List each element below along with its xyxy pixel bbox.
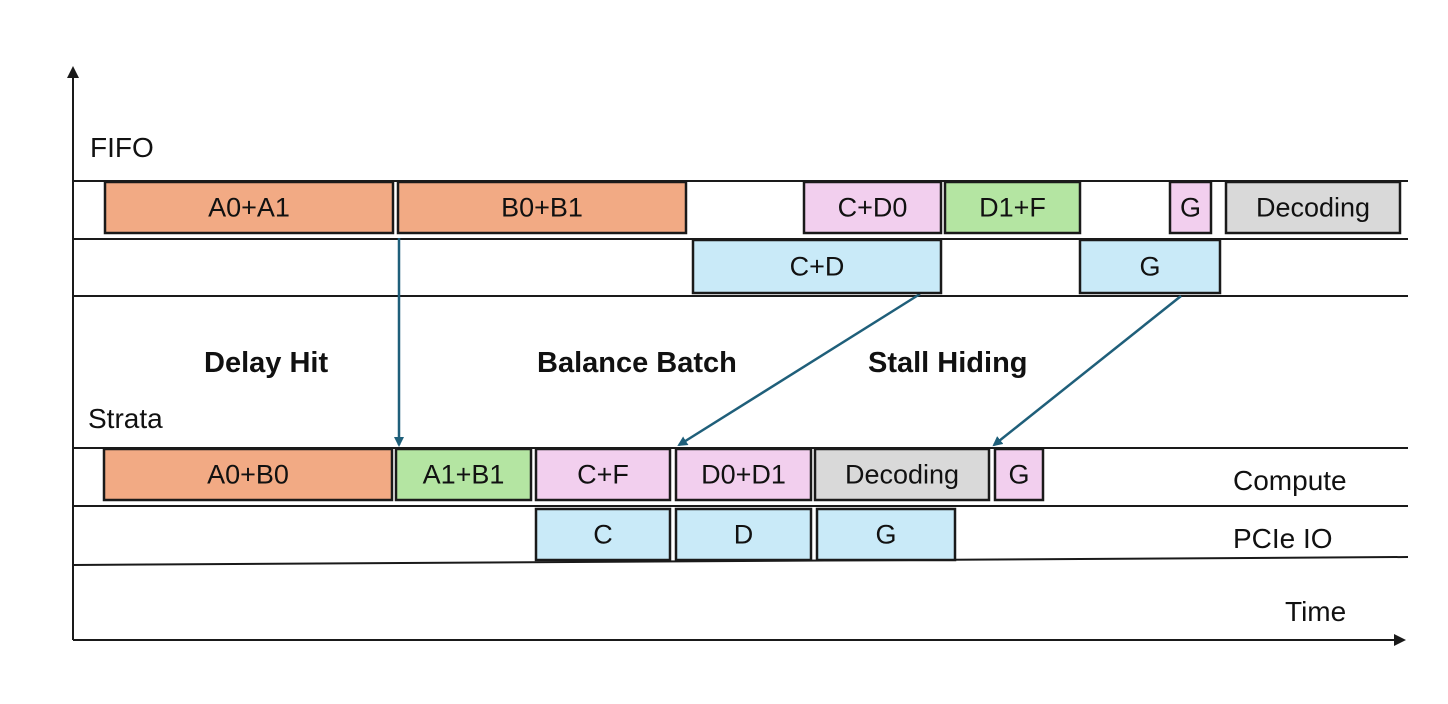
strata-io-block-d: D	[674, 507, 813, 562]
block-rect	[1168, 180, 1213, 235]
fifo-label: FIFO	[90, 132, 154, 163]
block-label: C+D0	[838, 193, 908, 223]
strata-compute-block-a0-b0: A0+B0	[102, 447, 394, 502]
block-label: C+D	[790, 252, 845, 282]
strata-io-block-g: G	[815, 507, 957, 562]
block-rect	[534, 507, 672, 562]
block-label: G	[875, 520, 896, 550]
fifo-io-block-g: G	[1078, 238, 1222, 295]
block-label: G	[1139, 252, 1160, 282]
block-rect	[102, 447, 394, 502]
block-label: D1+F	[979, 193, 1046, 223]
fifo-io-block-c-d: C+D	[691, 238, 943, 295]
strata-compute-block-a1-b1: A1+B1	[394, 447, 533, 502]
delay-hit-annotation: Delay Hit	[204, 347, 328, 379]
pcie-io-lane-label: PCIe IO	[1233, 523, 1333, 554]
block-rect	[813, 447, 991, 502]
strata-label: Strata	[88, 403, 163, 434]
block-rect	[396, 180, 688, 235]
block-label: A0+B0	[207, 460, 289, 490]
block-rect	[674, 447, 813, 502]
fifo-compute-block-a0-a1: A0+A1	[103, 180, 395, 235]
block-rect	[691, 238, 943, 295]
block-label: D0+D1	[701, 460, 786, 490]
block-rect	[1078, 238, 1222, 295]
compute-lane-label: Compute	[1233, 465, 1347, 496]
block-rect	[1224, 180, 1402, 235]
stall-hiding-arrow	[992, 295, 1182, 447]
balance-batch-annotation: Balance Batch	[537, 347, 737, 379]
block-label: G	[1180, 193, 1201, 223]
block-label: G	[1008, 460, 1029, 490]
strata-compute-block-d0-d1: D0+D1	[674, 447, 813, 502]
fifo-compute-block-decoding: Decoding	[1224, 180, 1402, 235]
strata-compute-block-decoding: Decoding	[813, 447, 991, 502]
time-axis-label: Time	[1285, 596, 1346, 627]
block-rect	[394, 447, 533, 502]
block-rect	[943, 180, 1082, 235]
block-label: Decoding	[845, 460, 959, 490]
block-label: A1+B1	[423, 460, 505, 490]
block-rect	[534, 447, 672, 502]
block-rect	[993, 447, 1045, 502]
block-rect	[802, 180, 943, 235]
balance-batch-arrow	[677, 292, 921, 447]
fifo-compute-block-c-d0: C+D0	[802, 180, 943, 235]
block-label: B0+B1	[501, 193, 583, 223]
block-label: D	[734, 520, 754, 550]
fifo-compute-block-b0-b1: B0+B1	[396, 180, 688, 235]
strata-compute-block-c-f: C+F	[534, 447, 672, 502]
block-label: A0+A1	[208, 193, 290, 223]
block-rect	[815, 507, 957, 562]
block-label: C	[593, 520, 613, 550]
block-rect	[674, 507, 813, 562]
block-label: Decoding	[1256, 193, 1370, 223]
fifo-compute-block-d1-f: D1+F	[943, 180, 1082, 235]
block-rect	[103, 180, 395, 235]
strata-io-block-c: C	[534, 507, 672, 562]
stall-hiding-annotation: Stall Hiding	[868, 347, 1028, 379]
strata-compute-block-g: G	[993, 447, 1045, 502]
block-label: C+F	[577, 460, 629, 490]
fifo-compute-block-g: G	[1168, 180, 1213, 235]
